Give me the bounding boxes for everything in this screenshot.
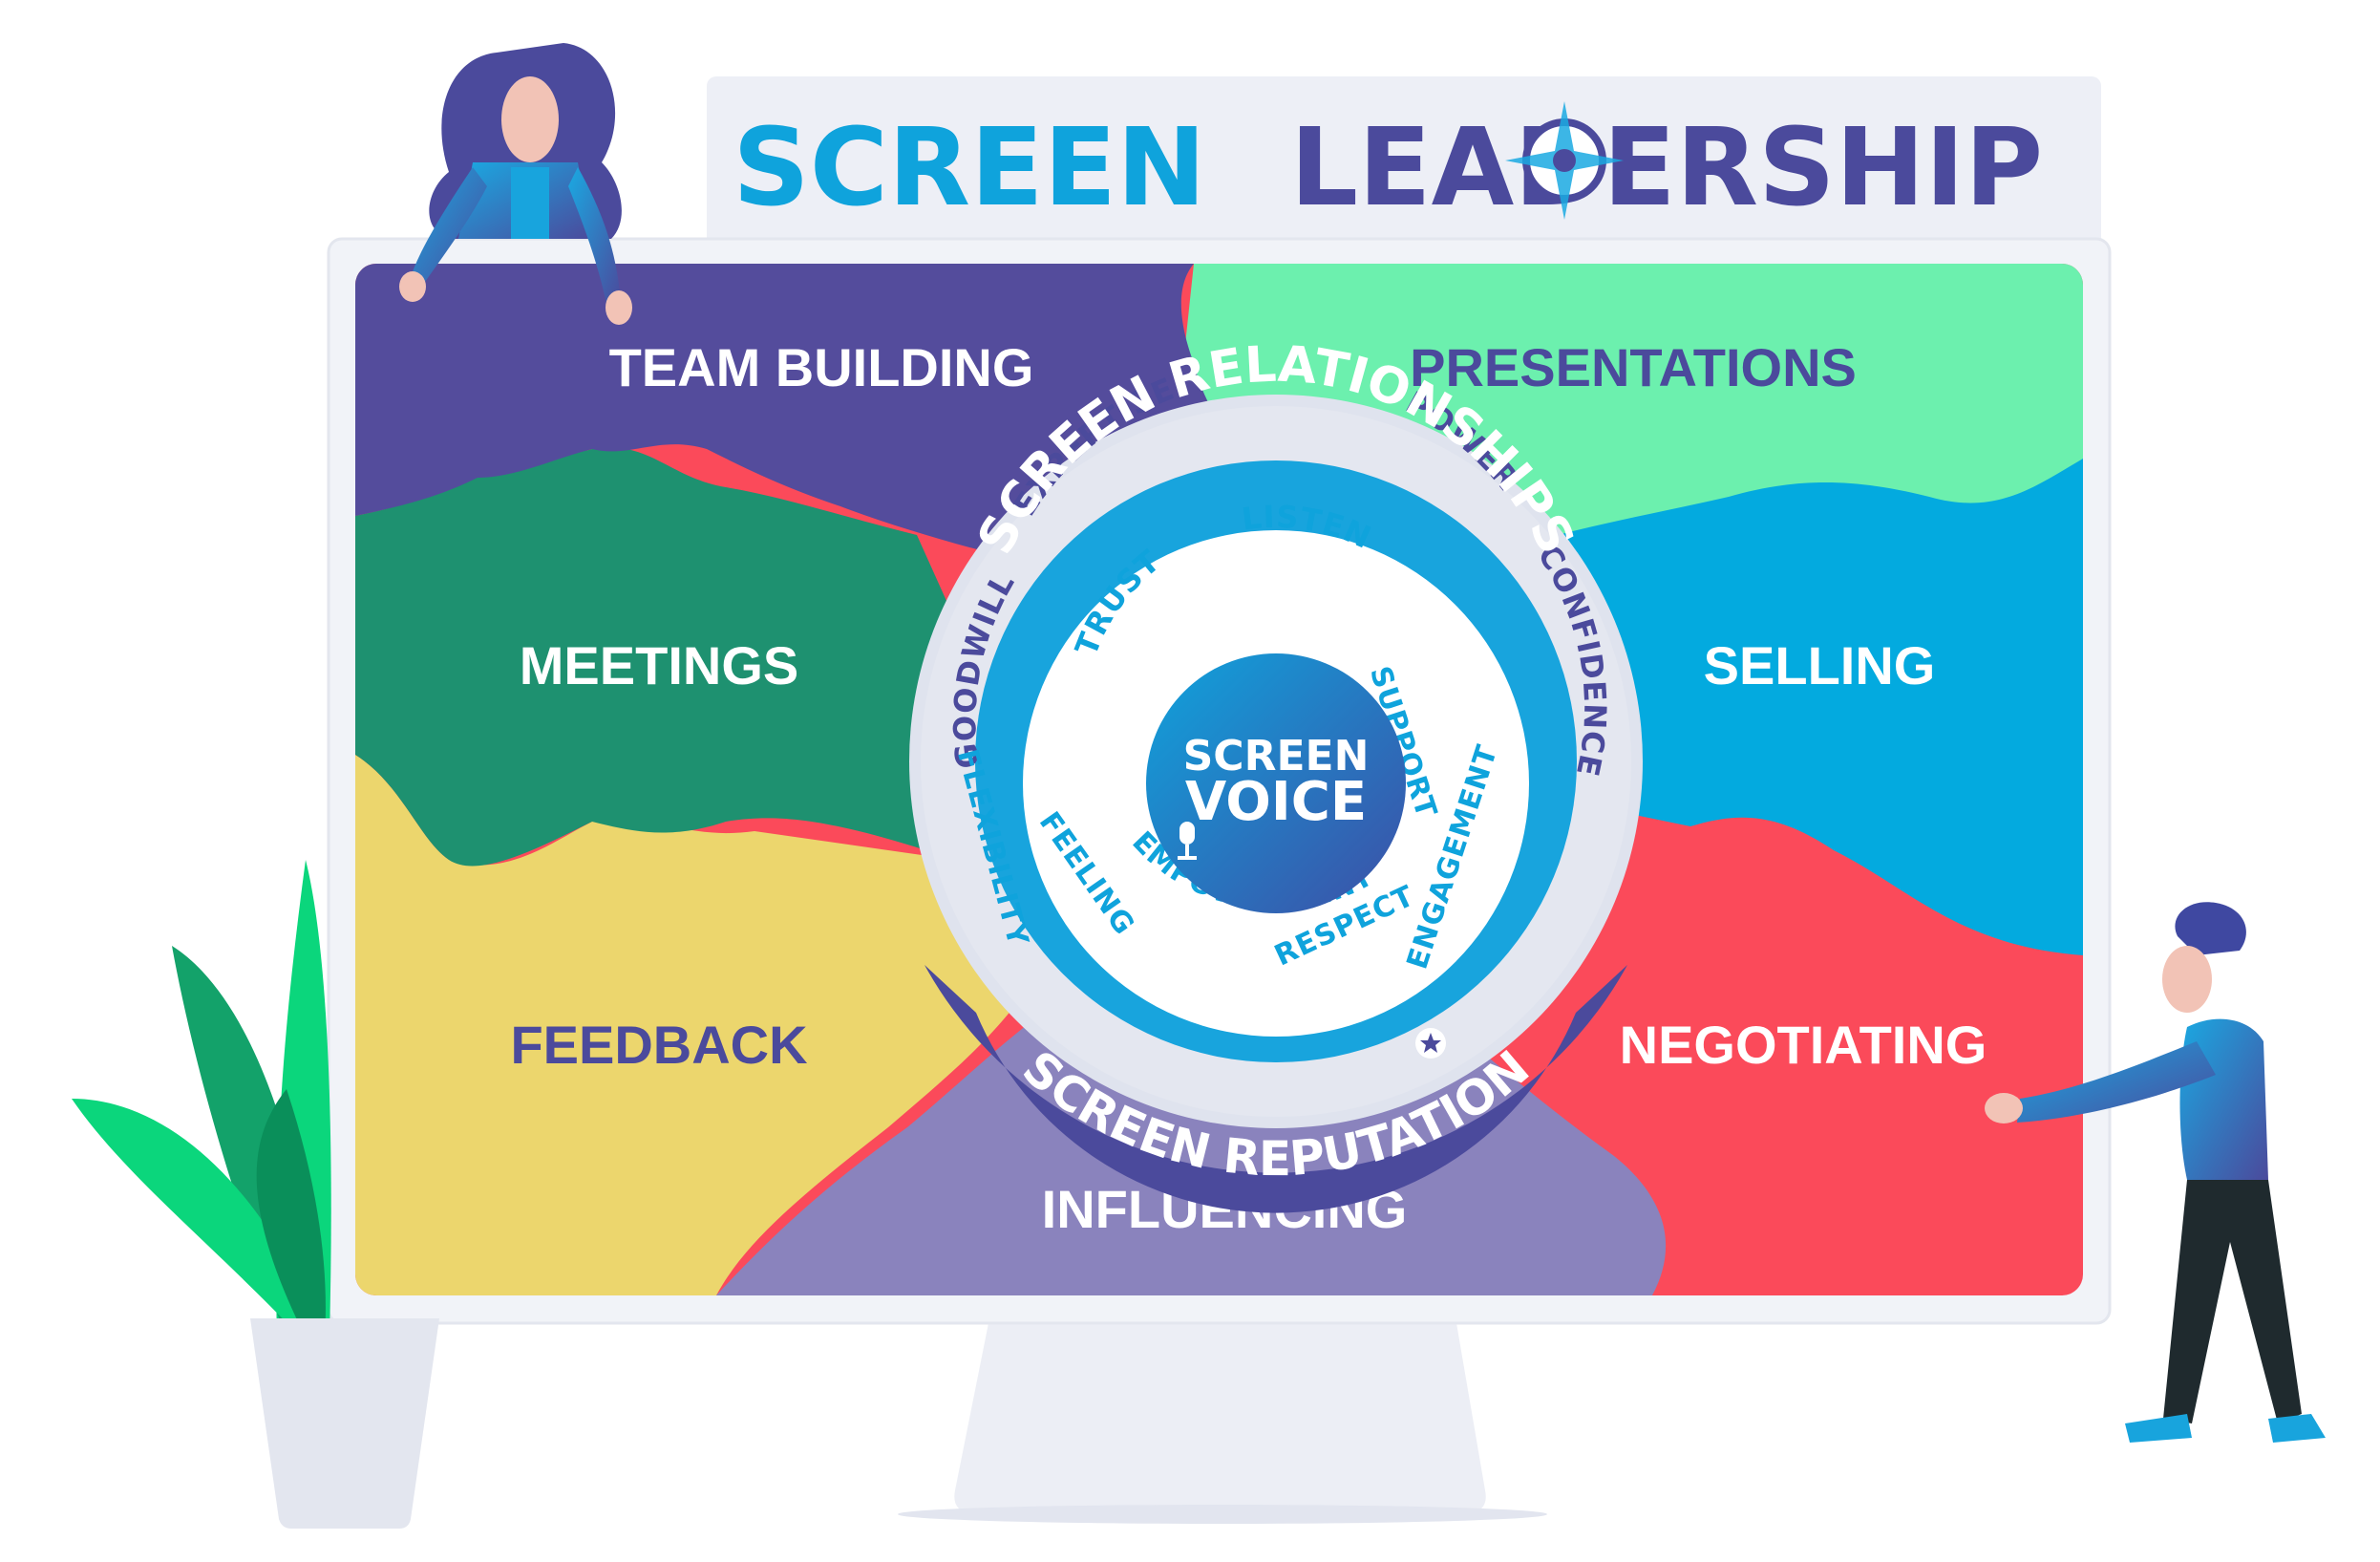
man-illustration (1985, 902, 2326, 1443)
compass-icon (1505, 101, 1624, 220)
label-selling: SELLING (1704, 635, 1936, 695)
plant-pot (250, 1318, 439, 1529)
title-word-leadership: LEADERSHIP (1290, 106, 2043, 230)
woman-illustration (399, 43, 632, 325)
plant-illustration (72, 860, 439, 1529)
region-meetings (355, 447, 1003, 867)
label-negotiating: NEGOTIATING (1620, 1015, 1987, 1075)
band-bottom (924, 965, 1627, 1213)
title-banner: SCREEN LEADERSHIP (707, 76, 2101, 289)
center-label-voice: VOICE (1185, 771, 1367, 833)
label-meetings: MEETINGS (520, 635, 798, 695)
wheel: EXPERTISE POWER CONFIDENCE GOODWILL SCRE… (909, 336, 1643, 1213)
center-label-screen: SCREEN (1183, 732, 1370, 781)
title-banner-background (707, 76, 2101, 289)
title-word-screen: SCREEN (733, 106, 1206, 230)
label-team-building: TEAM BUILDING (609, 337, 1034, 397)
region-feedback (355, 755, 1051, 1295)
label-presentations: PRESENTATIONS (1410, 337, 1857, 397)
microphone-icon (1178, 822, 1197, 860)
label-feedback: FEEDBACK (510, 1015, 807, 1075)
star-icon (1415, 1028, 1446, 1059)
monitor-stand (954, 1323, 1486, 1514)
center-disc (1146, 653, 1406, 913)
